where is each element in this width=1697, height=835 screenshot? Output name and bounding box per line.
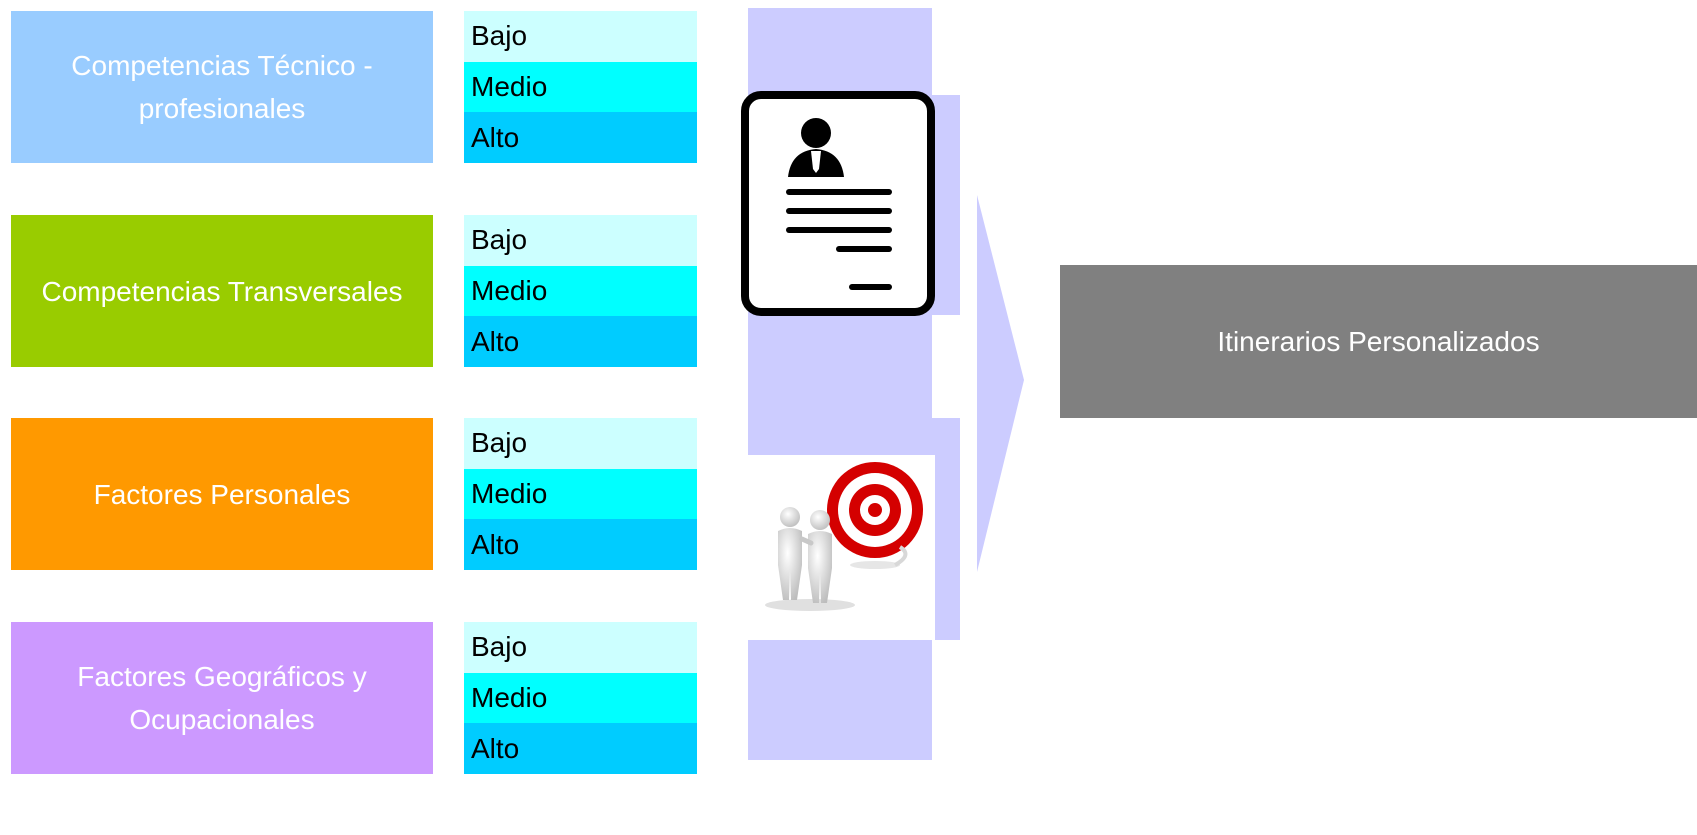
level-low: Bajo: [464, 215, 697, 266]
levels-personal: Bajo Medio Alto: [464, 418, 697, 570]
level-medium: Medio: [464, 672, 697, 724]
levels-technical: Bajo Medio Alto: [464, 11, 697, 163]
level-high: Alto: [464, 519, 697, 570]
category-transversal: Competencias Transversales: [11, 215, 433, 367]
level-low: Bajo: [464, 622, 697, 673]
levels-geographic: Bajo Medio Alto: [464, 622, 697, 774]
level-medium: Medio: [464, 468, 697, 520]
level-high: Alto: [464, 723, 697, 774]
level-low: Bajo: [464, 418, 697, 469]
category-technical: Competencias Técnico - profesionales: [11, 11, 433, 163]
level-medium: Medio: [464, 61, 697, 113]
resume-icon: [741, 91, 937, 322]
result-box: Itinerarios Personalizados: [1060, 265, 1697, 418]
level-high: Alto: [464, 112, 697, 163]
level-high: Alto: [464, 316, 697, 367]
category-geographic: Factores Geográficos y Ocupacionales: [11, 622, 433, 774]
category-personal: Factores Personales: [11, 418, 433, 570]
result-label: Itinerarios Personalizados: [1217, 325, 1540, 357]
level-medium: Medio: [464, 265, 697, 317]
level-low: Bajo: [464, 11, 697, 62]
levels-transversal: Bajo Medio Alto: [464, 215, 697, 367]
teamwork-target-icon: [745, 455, 935, 645]
